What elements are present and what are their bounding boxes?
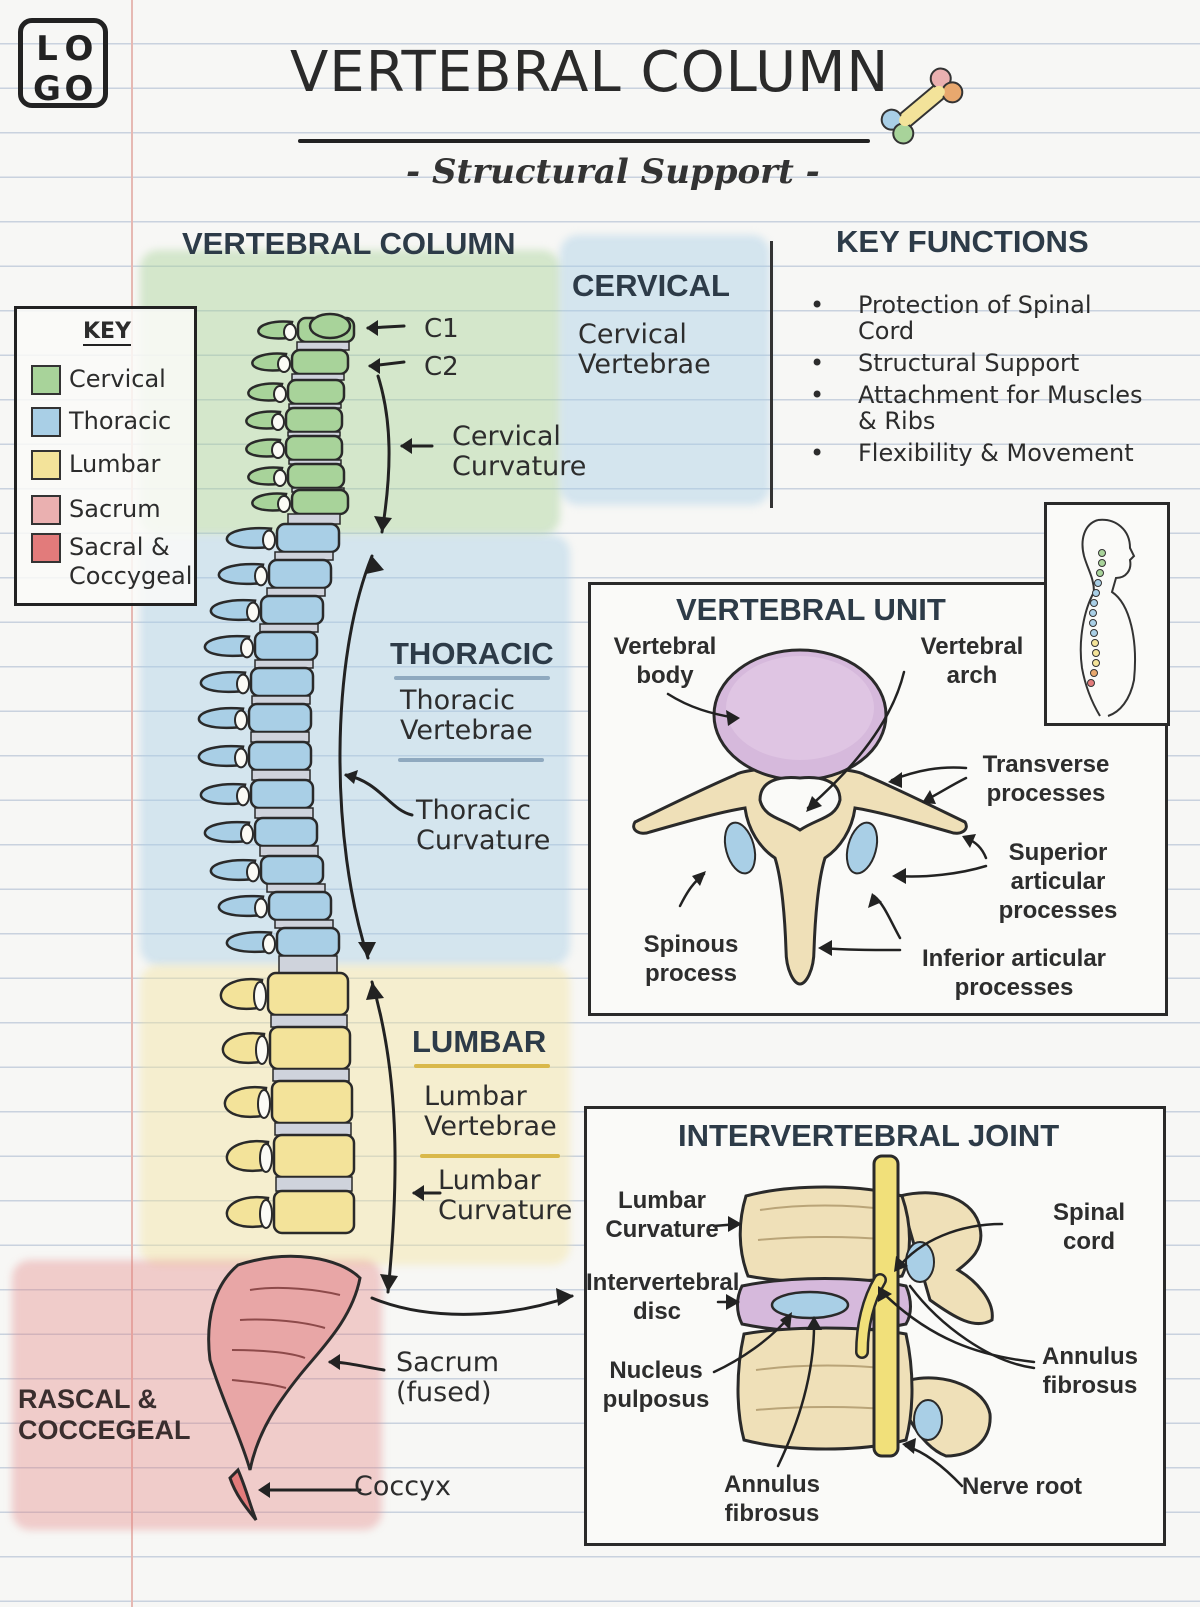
thoracic-wash [140, 535, 570, 965]
logo-letter: O [64, 69, 94, 109]
lumbar-heading: LUMBAR [412, 1024, 547, 1059]
lumbar-underline-bottom [420, 1154, 560, 1158]
legend-item-sacrum: Sacrum [31, 495, 161, 525]
legend-swatch [31, 495, 61, 525]
functions-heading: KEY FUNCTIONS [836, 224, 1089, 259]
legend-label: Cervical [69, 365, 166, 393]
logo-letter: G [33, 69, 61, 109]
legend-title: KEY [83, 319, 132, 346]
thoracic-underline-bottom [398, 758, 544, 762]
legend-item-cervical: Cervical [31, 365, 166, 395]
logo: L O G O [18, 18, 108, 109]
legend-swatch [31, 407, 61, 437]
bullet: • [810, 381, 825, 409]
label-c2: C2 [424, 352, 459, 382]
legend-label: Sacral & Coccygeal [69, 533, 192, 591]
lumbar-underline [414, 1064, 550, 1068]
title-underline [298, 139, 870, 143]
thoracic-heading: THORACIC [390, 636, 554, 671]
function-item: •Structural Support [810, 349, 1080, 377]
legend-label-line: Sacral & [69, 533, 170, 561]
legend-label: Sacrum [69, 495, 161, 523]
column-heading: VERTEBRAL COLUMN [182, 226, 516, 261]
body-silhouette-panel [1044, 502, 1170, 726]
arrowhead [556, 1288, 574, 1306]
legend-label: Lumbar [69, 450, 161, 478]
logo-letter: O [64, 29, 94, 69]
legend-label: Thoracic [69, 407, 172, 435]
page-title: VERTEBRAL COLUMN [290, 40, 890, 105]
label-c1: C1 [424, 314, 459, 344]
section-divider [770, 241, 773, 508]
intervertebral-joint-heading: INTERVERTEBRAL JOINT [678, 1118, 1060, 1153]
legend-item-thoracic: Thoracic [31, 407, 171, 437]
sacrum-label: Sacrum(fused) [396, 1347, 500, 1408]
logo-letter: L [36, 29, 58, 69]
thoracic-underline [394, 676, 550, 680]
bullet: • [810, 349, 825, 377]
legend-swatch [31, 365, 61, 395]
function-item: •Flexibility & Movement [810, 439, 1134, 467]
legend-item-lumbar: Lumbar [31, 450, 160, 480]
notebook-margin-line [131, 0, 133, 1607]
rascal-coccegeal-label: RASCAL &COCCEGEAL [18, 1384, 191, 1445]
cervical-label-wash [560, 235, 770, 505]
bullet: • [810, 439, 825, 467]
arrowhead [380, 1274, 398, 1292]
legend-label-line: Coccygeal [69, 562, 193, 590]
page-subtitle: - Structural Support - [406, 152, 820, 192]
joint-connector-arrow [370, 1294, 574, 1316]
coccyx-label: Coccyx [354, 1471, 452, 1502]
legend-item-sacral-coccygeal: Sacral & Coccygeal [31, 533, 192, 591]
legend-swatch [31, 450, 61, 480]
vertebral-unit-heading: VERTEBRAL UNIT [676, 592, 946, 627]
joint-nerve-root-label: Nerve root [962, 1473, 1083, 1500]
function-item: •Attachment for Muscles& Ribs [810, 381, 1143, 435]
bullet: • [810, 291, 825, 319]
legend-swatch [31, 533, 61, 563]
cervical-heading: CERVICAL [572, 268, 730, 303]
cervical-wash [140, 250, 560, 535]
legend-box: KEY Cervical Thoracic Lumbar Sacrum Sacr… [14, 306, 197, 606]
